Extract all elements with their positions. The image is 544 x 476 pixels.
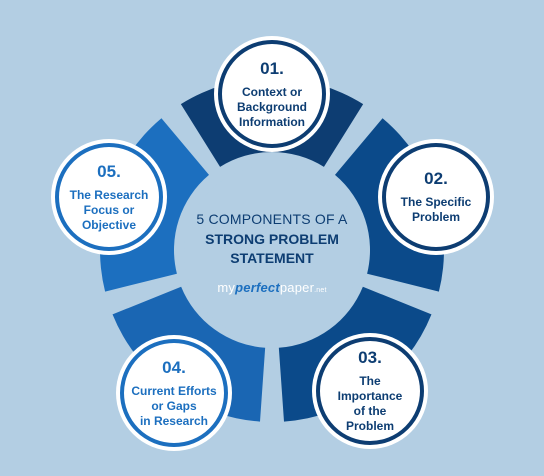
- component-label: Current Efforts or Gaps in Research: [131, 383, 217, 428]
- component-badge-2: 02. The Specific Problem: [382, 143, 490, 251]
- component-badge-4: 04. Current Efforts or Gaps in Research: [120, 339, 228, 447]
- center-title: 5 COMPONENTS OF A STRONG PROBLEM STATEME…: [184, 165, 360, 341]
- component-badge-3: 03. The Importance of the Problem: [316, 337, 424, 445]
- logo-part-domain: .net: [314, 287, 327, 294]
- component-number: 05.: [97, 161, 121, 181]
- component-label: Context or Background Information: [236, 84, 307, 129]
- center-title-line2: STRONG PROBLEM STATEMENT: [205, 231, 339, 266]
- logo-part-my: my: [217, 280, 236, 295]
- logo-part-paper: paper: [279, 280, 315, 295]
- center-title-line1: 5 COMPONENTS OF A: [196, 211, 348, 227]
- component-badge-5: 05. The Research Focus or Objective: [55, 143, 163, 251]
- logo: myperfectpaper.net: [217, 280, 326, 295]
- component-badge-1: 01. Context or Background Information: [218, 40, 326, 148]
- component-label: The Importance of the Problem: [337, 374, 403, 433]
- component-number: 01.: [260, 58, 284, 78]
- logo-part-perfect: perfect: [235, 280, 280, 295]
- component-number: 04.: [162, 357, 186, 377]
- component-number: 02.: [424, 169, 448, 188]
- component-number: 03.: [358, 348, 382, 367]
- component-label: The Research Focus or Objective: [69, 187, 149, 232]
- component-label: The Specific Problem: [400, 195, 472, 224]
